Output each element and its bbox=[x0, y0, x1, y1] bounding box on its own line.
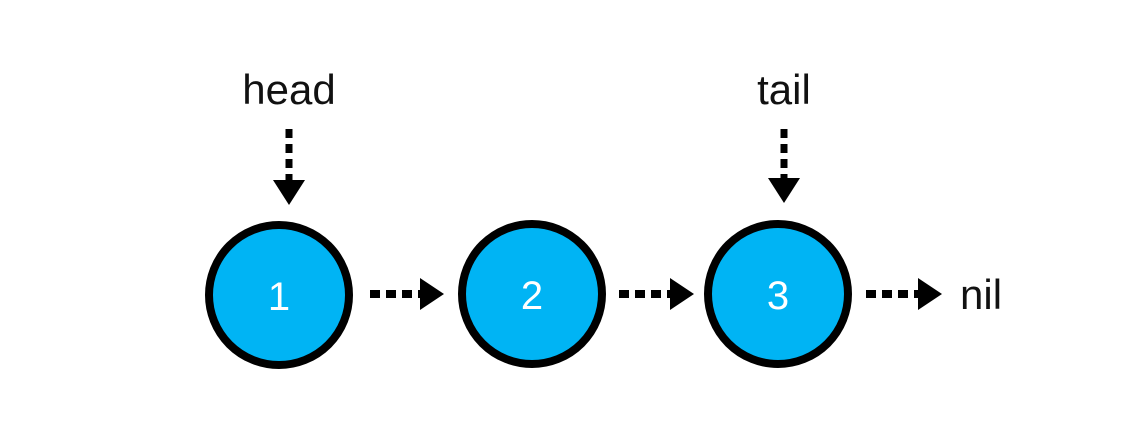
node-3-value: 3 bbox=[767, 274, 789, 318]
node-1-circle bbox=[205, 221, 353, 369]
next-arrow-3-nil bbox=[866, 278, 942, 310]
head-label: head bbox=[242, 66, 335, 113]
tail-pointer-arrow bbox=[768, 129, 800, 203]
node-2-value: 2 bbox=[521, 274, 543, 318]
node-2-circle bbox=[458, 220, 606, 368]
node-1: 1 bbox=[205, 221, 353, 369]
next-arrow-1-2 bbox=[370, 278, 444, 310]
nil-label: nil bbox=[960, 271, 1002, 318]
head-pointer-arrow bbox=[273, 129, 305, 205]
node-2: 2 bbox=[458, 220, 606, 368]
next-arrow-2-3 bbox=[619, 278, 694, 310]
node-1-value: 1 bbox=[268, 275, 290, 319]
tail-label: tail bbox=[757, 66, 811, 113]
node-3-circle bbox=[704, 220, 852, 368]
node-3: 3 bbox=[704, 220, 852, 368]
